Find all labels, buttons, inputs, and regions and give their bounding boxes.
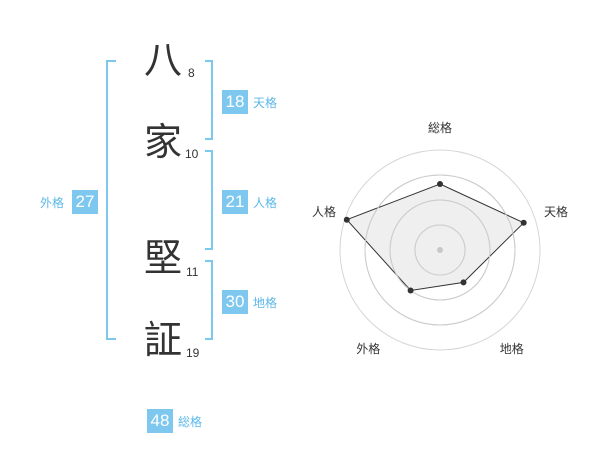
radar-point-1 bbox=[437, 181, 443, 187]
jinkaku-bracket bbox=[205, 150, 213, 250]
radar-point-2 bbox=[520, 219, 527, 226]
name-char-1: 八 bbox=[144, 38, 183, 82]
gaikaku-bracket bbox=[106, 60, 116, 340]
score-tenkaku-value: 18 bbox=[222, 90, 248, 114]
stroke-count-1: 8 bbox=[188, 66, 195, 80]
tenkaku-bracket bbox=[205, 60, 213, 140]
stroke-count-3: 11 bbox=[186, 265, 199, 279]
radar-axis-label-2: 天格 bbox=[544, 205, 569, 220]
name-char-3: 堅 bbox=[144, 236, 183, 280]
score-jinkaku-label: 人格 bbox=[253, 196, 278, 210]
stroke-count-4: 19 bbox=[186, 346, 200, 360]
radar-inner-ring-1 bbox=[414, 224, 466, 276]
radar-axis-label-1: 総格 bbox=[428, 121, 453, 135]
radar-point-4 bbox=[407, 287, 414, 294]
score-chikaku-label: 地格 bbox=[253, 296, 278, 310]
radar-axis-label-4: 外格 bbox=[356, 341, 381, 356]
radar-inner-ring-2 bbox=[389, 199, 491, 301]
name-char-2: 家 bbox=[144, 120, 183, 164]
radar-point-3 bbox=[460, 279, 467, 286]
radar-axis-label-3: 地格 bbox=[499, 341, 524, 356]
score-soukaku-label: 総格 bbox=[178, 415, 203, 429]
radar-chart bbox=[339, 149, 541, 351]
score-jinkaku-value: 21 bbox=[222, 190, 248, 214]
radar-axis-label-5: 人格 bbox=[311, 205, 336, 220]
score-soukaku-value: 48 bbox=[147, 409, 173, 433]
radar-inner-ring-3 bbox=[364, 174, 516, 326]
score-chikaku-value: 30 bbox=[222, 290, 248, 314]
radar-polygon bbox=[345, 183, 525, 292]
radar-point-5 bbox=[343, 216, 350, 223]
stroke-count-2: 10 bbox=[185, 147, 199, 161]
score-gaikaku-value: 27 bbox=[72, 190, 98, 214]
score-tenkaku-label: 天格 bbox=[253, 96, 278, 110]
score-gaikaku-label: 外格 bbox=[40, 196, 65, 210]
chikaku-bracket bbox=[205, 260, 213, 340]
radar-center-dot bbox=[437, 247, 443, 253]
name-char-4: 証 bbox=[144, 318, 183, 362]
